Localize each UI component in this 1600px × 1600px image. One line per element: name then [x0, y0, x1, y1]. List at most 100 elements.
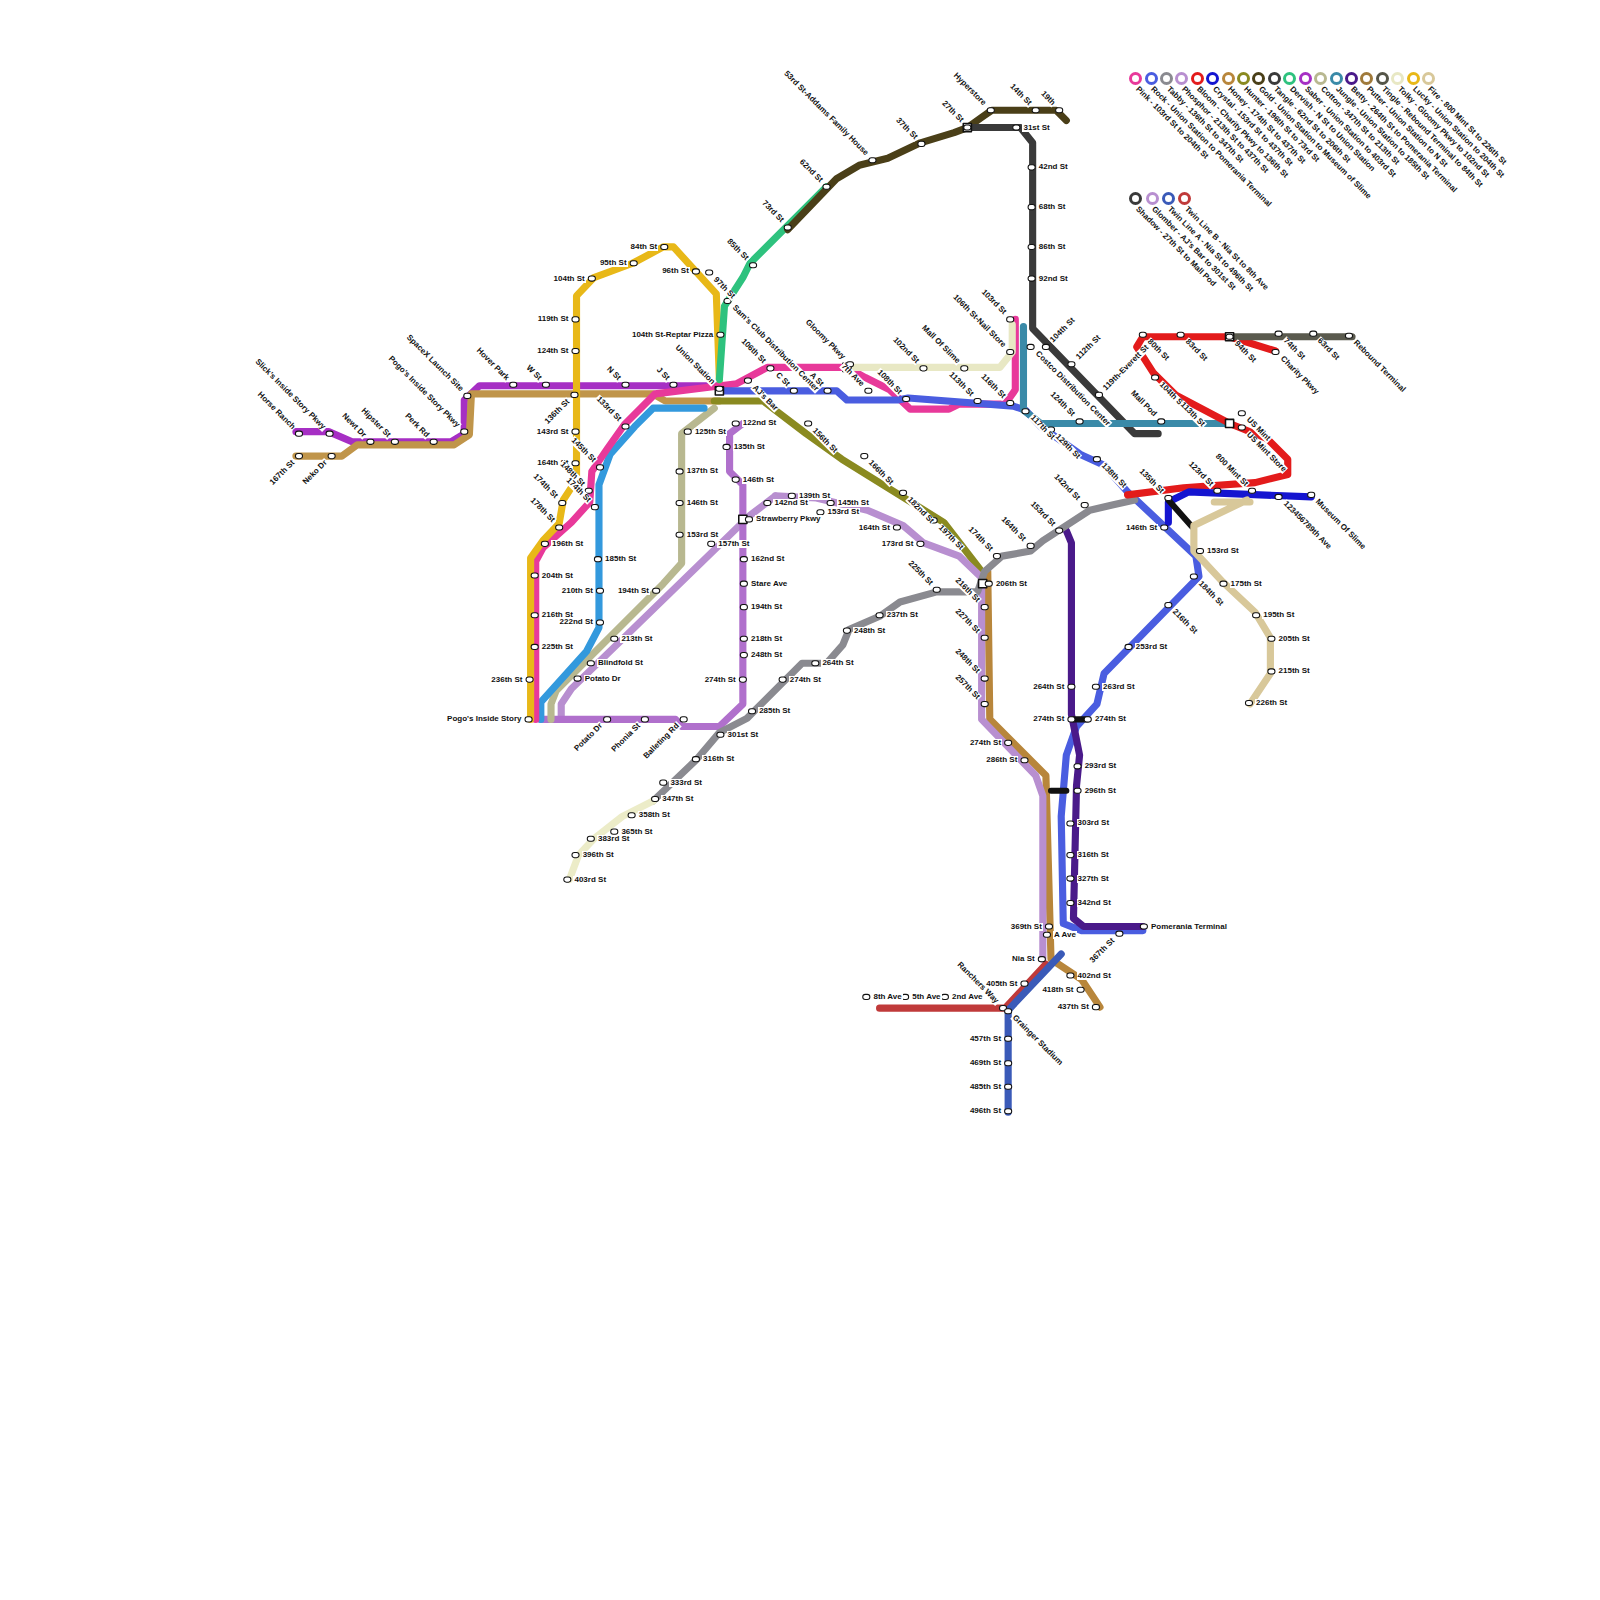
station-marker: [764, 501, 771, 506]
station-marker: [748, 709, 755, 714]
station-label: 195th St: [1262, 611, 1295, 619]
station-marker: [740, 581, 747, 586]
legend-swatch: [1391, 72, 1404, 85]
station-label: 162nd St: [750, 555, 785, 563]
route-line: [541, 423, 743, 726]
station-marker: [1042, 344, 1049, 349]
station-label: 469th St: [969, 1059, 1002, 1067]
station-label: Neko Dr: [301, 458, 330, 487]
station-marker: [676, 501, 683, 506]
station-label: 14th St: [1008, 82, 1034, 108]
legend-swatch: [1330, 72, 1343, 85]
station-marker: [680, 717, 687, 722]
station-marker: [1116, 931, 1123, 936]
station-marker: [861, 454, 868, 459]
station-label: Perk Rd: [403, 411, 431, 439]
station-label: 164th St: [858, 524, 891, 532]
station-label: 145th St: [837, 499, 870, 507]
station-marker: [430, 439, 437, 444]
station-marker: [661, 244, 668, 249]
station-marker: [571, 392, 578, 397]
route-line: [788, 110, 1067, 229]
station-marker: [1028, 205, 1035, 210]
station-marker: [1005, 1061, 1012, 1066]
station-marker: [1022, 409, 1029, 414]
station-marker: [596, 465, 603, 470]
station-marker: [531, 613, 538, 618]
station-marker: [1005, 1009, 1012, 1014]
station-label: Stare Ave: [750, 580, 788, 588]
station-label: 136th St: [543, 397, 572, 426]
station-marker: [1027, 543, 1034, 548]
legend-swatch: [1129, 72, 1142, 85]
station-label: 225th St: [905, 558, 934, 587]
station-marker: [1074, 764, 1081, 769]
station-marker: [1272, 349, 1279, 354]
station-label: J St: [654, 365, 671, 382]
station-marker: [1275, 494, 1282, 499]
station-label: 194th St: [617, 587, 650, 595]
station-label: 27th St: [939, 99, 965, 125]
station-label: 153rd St: [1206, 547, 1240, 555]
station-label: 327th St: [1077, 875, 1110, 883]
station-label: Mall Pod: [1129, 389, 1159, 419]
station-label: 178th St: [528, 496, 557, 525]
station-label: 104th St: [1048, 316, 1077, 345]
station-marker: [740, 636, 747, 641]
station-label: Nia St: [1011, 955, 1036, 963]
station-marker: [1005, 1036, 1012, 1041]
station-marker: [817, 510, 824, 515]
legend-swatch: [1191, 72, 1204, 85]
station-label: 274th St: [1094, 715, 1127, 723]
legend-swatch: [1299, 72, 1312, 85]
station-label: 236th St: [490, 676, 523, 684]
station-label: Grainger Stadium: [1010, 1013, 1065, 1068]
station-label: Pomerania Terminal: [1150, 923, 1228, 931]
station-marker: [1005, 1109, 1012, 1114]
station-marker: [391, 439, 398, 444]
interchange-square: [1226, 419, 1234, 427]
station-marker: [574, 676, 581, 681]
station-label: 19th: [1038, 89, 1057, 108]
transfer-link: [1051, 719, 1088, 790]
station-marker: [1238, 411, 1245, 416]
interchange-square: [963, 123, 971, 131]
station-marker: [572, 853, 579, 858]
station-label: 86th St: [1038, 243, 1067, 251]
station-marker: [1043, 932, 1050, 937]
station-label: Potato Dr: [572, 722, 605, 755]
station-label: 248th St: [853, 627, 886, 635]
station-label: 213th St: [620, 635, 653, 643]
station-label: 210th St: [561, 587, 594, 595]
station-marker: [1013, 125, 1020, 130]
station-marker: [1007, 349, 1014, 354]
interchange-square: [1226, 333, 1234, 341]
station-label: 204th St: [541, 572, 574, 580]
station-marker: [1275, 331, 1282, 336]
station-marker: [961, 366, 968, 371]
station-marker: [1068, 684, 1075, 689]
station-marker: [790, 388, 797, 393]
station-label: Strawberry Pkwy: [755, 515, 821, 523]
station-label: 301st St: [727, 731, 760, 739]
station-marker: [917, 541, 924, 546]
station-marker: [899, 490, 906, 495]
legend-swatch: [1222, 72, 1235, 85]
station-marker: [1068, 717, 1075, 722]
station-marker: [1056, 108, 1063, 113]
station-marker: [1345, 333, 1352, 338]
station-label: 146th St: [1125, 524, 1158, 532]
station-label: 194th St: [750, 603, 783, 611]
station-label: 205th St: [1278, 635, 1311, 643]
station-marker: [596, 588, 603, 593]
station-label: A Ave: [1053, 931, 1077, 939]
route-line: [1066, 531, 1143, 927]
station-label: 124th St: [536, 347, 569, 355]
station-label: 215th St: [1278, 667, 1311, 675]
station-marker: [717, 332, 724, 337]
legend-swatch: [1206, 72, 1219, 85]
station-label: 206th St: [995, 580, 1028, 588]
station-label: 225th St: [541, 643, 574, 651]
station-label: 369th St: [1010, 923, 1043, 931]
station-marker: [981, 676, 988, 681]
